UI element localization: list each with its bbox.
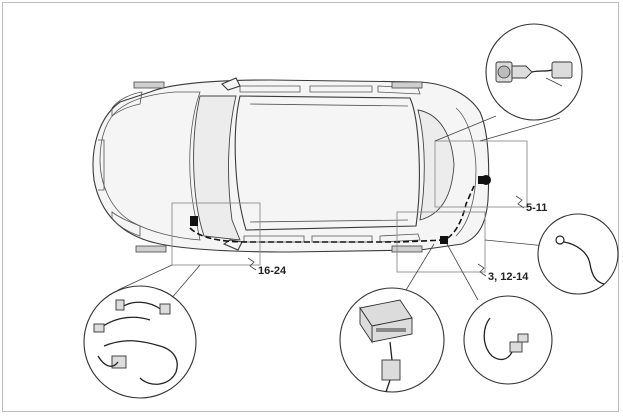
module-detail-circle: [339, 287, 445, 393]
socket-detail-circle: [485, 23, 583, 121]
diagram-frame: [2, 2, 619, 412]
leader-front-b: [169, 264, 201, 301]
front-detail-box: [171, 202, 261, 266]
harness-detail-circle: [83, 285, 197, 399]
side-detail-box: [396, 211, 486, 273]
rear-callout-tick: [515, 195, 525, 209]
callout-front: 16-24: [258, 265, 287, 277]
side-callout-tick: [477, 263, 487, 277]
side-connector: [440, 236, 448, 244]
ground-wire-detail-circle: [537, 213, 619, 295]
leader-front-a: [117, 264, 173, 291]
callout-rear: 5-11: [526, 202, 547, 214]
leader-side-b: [446, 243, 479, 301]
wiring-harness-route: [189, 185, 475, 243]
car-top-view: [92, 77, 491, 253]
leader-side-a: [484, 239, 547, 247]
leader-rear-b: [479, 117, 561, 142]
front-connector: [190, 216, 198, 226]
callout-side: 3, 12-14: [488, 271, 529, 283]
front-callout-tick: [247, 257, 257, 271]
cable-clip-detail-circle: [463, 295, 553, 385]
leader-rear-a: [434, 115, 497, 142]
